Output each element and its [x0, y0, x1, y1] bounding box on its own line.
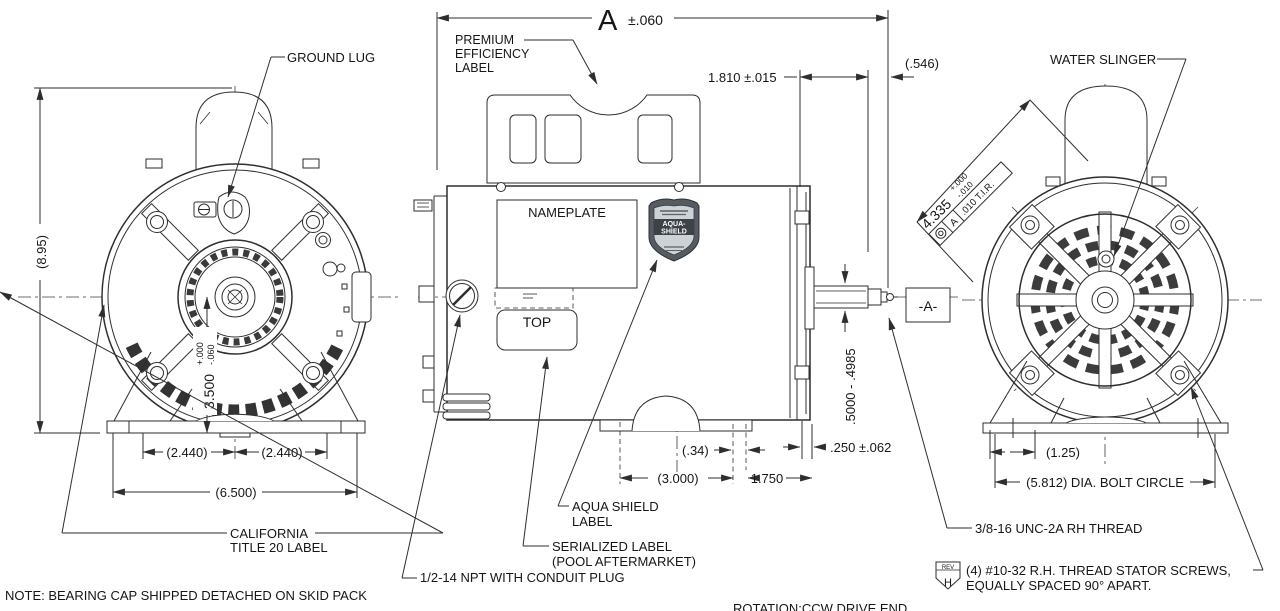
- dim-shaft-height: 3.500: [201, 374, 217, 409]
- dim-foot-slot: (.34): [682, 443, 709, 458]
- fan-grille: [1016, 211, 1194, 389]
- stator-screws-line1: (4) #10-32 R.H. THREAD STATOR SCREWS,: [966, 563, 1231, 578]
- rear-base: [982, 360, 1229, 438]
- side-view: NAMEPLATE TOP AQUA- SHIELD: [413, 94, 958, 472]
- dim-foot-125: (1.25): [1046, 445, 1080, 460]
- dim-shaft-dia: .5000 - .4985: [843, 348, 858, 425]
- premium-label-line2: EFFICIENCY: [455, 47, 530, 61]
- rev-letter: H: [944, 577, 952, 589]
- front-base: [106, 351, 366, 438]
- rear-conduit-dome: [1064, 85, 1148, 186]
- datum-a-box: [905, 287, 951, 323]
- badge-line1: AQUA-: [663, 221, 687, 228]
- stator-screws-line2: EQUALLY SPACED 90° APART.: [966, 578, 1151, 593]
- side-dimensions: A ±.060 1.810 ±.015 (.546) .5000 - .4985…: [401, 5, 939, 585]
- dashed-label-area: [494, 287, 574, 309]
- water-slinger-disc: [804, 266, 815, 330]
- water-slinger-label: WATER SLINGER: [1050, 52, 1156, 67]
- dim-foot-right: (2.440): [261, 445, 302, 460]
- dim-foot-span: (3.000): [657, 471, 698, 486]
- aqua-shield-label-line2: LABEL: [572, 514, 612, 529]
- conduit-box-side: [413, 195, 491, 420]
- rev-word: REV: [942, 565, 954, 571]
- dim-shaft-len: 1.750: [751, 471, 784, 486]
- npt-label: 1/2-14 NPT WITH CONDUIT PLUG: [420, 570, 625, 585]
- water-slinger-feature: [1097, 250, 1115, 268]
- dim-foot-left: (2.440): [166, 445, 207, 460]
- dim-foot-offset: .250 ±.062: [830, 440, 891, 455]
- side-foot: [599, 395, 753, 432]
- dim-bolt-circle: (5.812) DIA. BOLT CIRCLE: [1026, 475, 1184, 490]
- dim-slinger-gap: (.546): [905, 56, 939, 71]
- datum-a-label: -A-: [919, 298, 938, 314]
- badge-line2: SHIELD: [661, 229, 687, 236]
- stator-screws: [1008, 203, 1202, 397]
- concentricity-symbol: [935, 227, 947, 239]
- top-marking-outline: [496, 309, 578, 351]
- dim-overall-letter: A: [598, 5, 618, 37]
- shaft-thread-label: 3/8-16 UNC-2A RH THREAD: [975, 521, 1142, 536]
- dim-overall-height: (8.95): [34, 235, 49, 269]
- dome-screw-right: [302, 158, 320, 169]
- ground-lug-label: GROUND LUG: [287, 50, 375, 65]
- bearing-cap-note: NOTE: BEARING CAP SHIPPED DETACHED ON SK…: [5, 588, 367, 603]
- rear-dimensions: 4.335 +.000 -.010 A .010 T.I.R. (1.25) (…: [888, 52, 1264, 593]
- dim-overall-tol: ±.060: [628, 12, 663, 28]
- front-view: [18, 86, 402, 462]
- dim-shaft-height-minus: -.060: [206, 344, 216, 365]
- rabbet-dimension: 4.335 +.000 -.010 A .010 T.I.R.: [918, 161, 1013, 247]
- premium-efficiency-cover: [486, 94, 701, 184]
- front-side-features: [315, 232, 372, 337]
- rear-view: [962, 84, 1262, 468]
- california-label-line2: TITLE 20 LABEL: [230, 540, 328, 555]
- ground-lug: [193, 191, 250, 235]
- nameplate-label: NAMEPLATE: [528, 205, 606, 220]
- california-label-line1: CALIFORNIA: [230, 526, 308, 541]
- front-dimensions: (8.95) 3.500 +.000 -.060 (2.440) (2.440)…: [0, 50, 444, 555]
- front-bolt-holes: [146, 211, 324, 384]
- front-conduit-dome: [195, 91, 273, 170]
- dim-rear-ext: 1.810 ±.015: [708, 70, 777, 85]
- aqua-shield-badge: AQUA- SHIELD: [648, 198, 700, 262]
- rev-h-symbol: REV H: [935, 561, 961, 590]
- serialized-label-line2: (POOL AFTERMARKET): [552, 554, 696, 569]
- aqua-shield-label-line1: AQUA SHIELD: [572, 499, 659, 514]
- rotation-note: ROTATION:CCW DRIVE END: [733, 601, 907, 611]
- dim-base-width: (6.500): [215, 485, 256, 500]
- top-marking-label: TOP: [523, 314, 552, 330]
- premium-label-line3: LABEL: [455, 61, 494, 75]
- motor-body: [446, 185, 811, 421]
- dome-screw-left: [145, 158, 163, 169]
- serialized-label-line1: SERIALIZED LABEL: [552, 539, 672, 554]
- dim-shaft-height-plus: +.000: [195, 342, 205, 365]
- premium-label-line1: PREMIUM: [455, 33, 514, 47]
- front-bearing-balls: [186, 248, 284, 346]
- shaft: [804, 266, 898, 330]
